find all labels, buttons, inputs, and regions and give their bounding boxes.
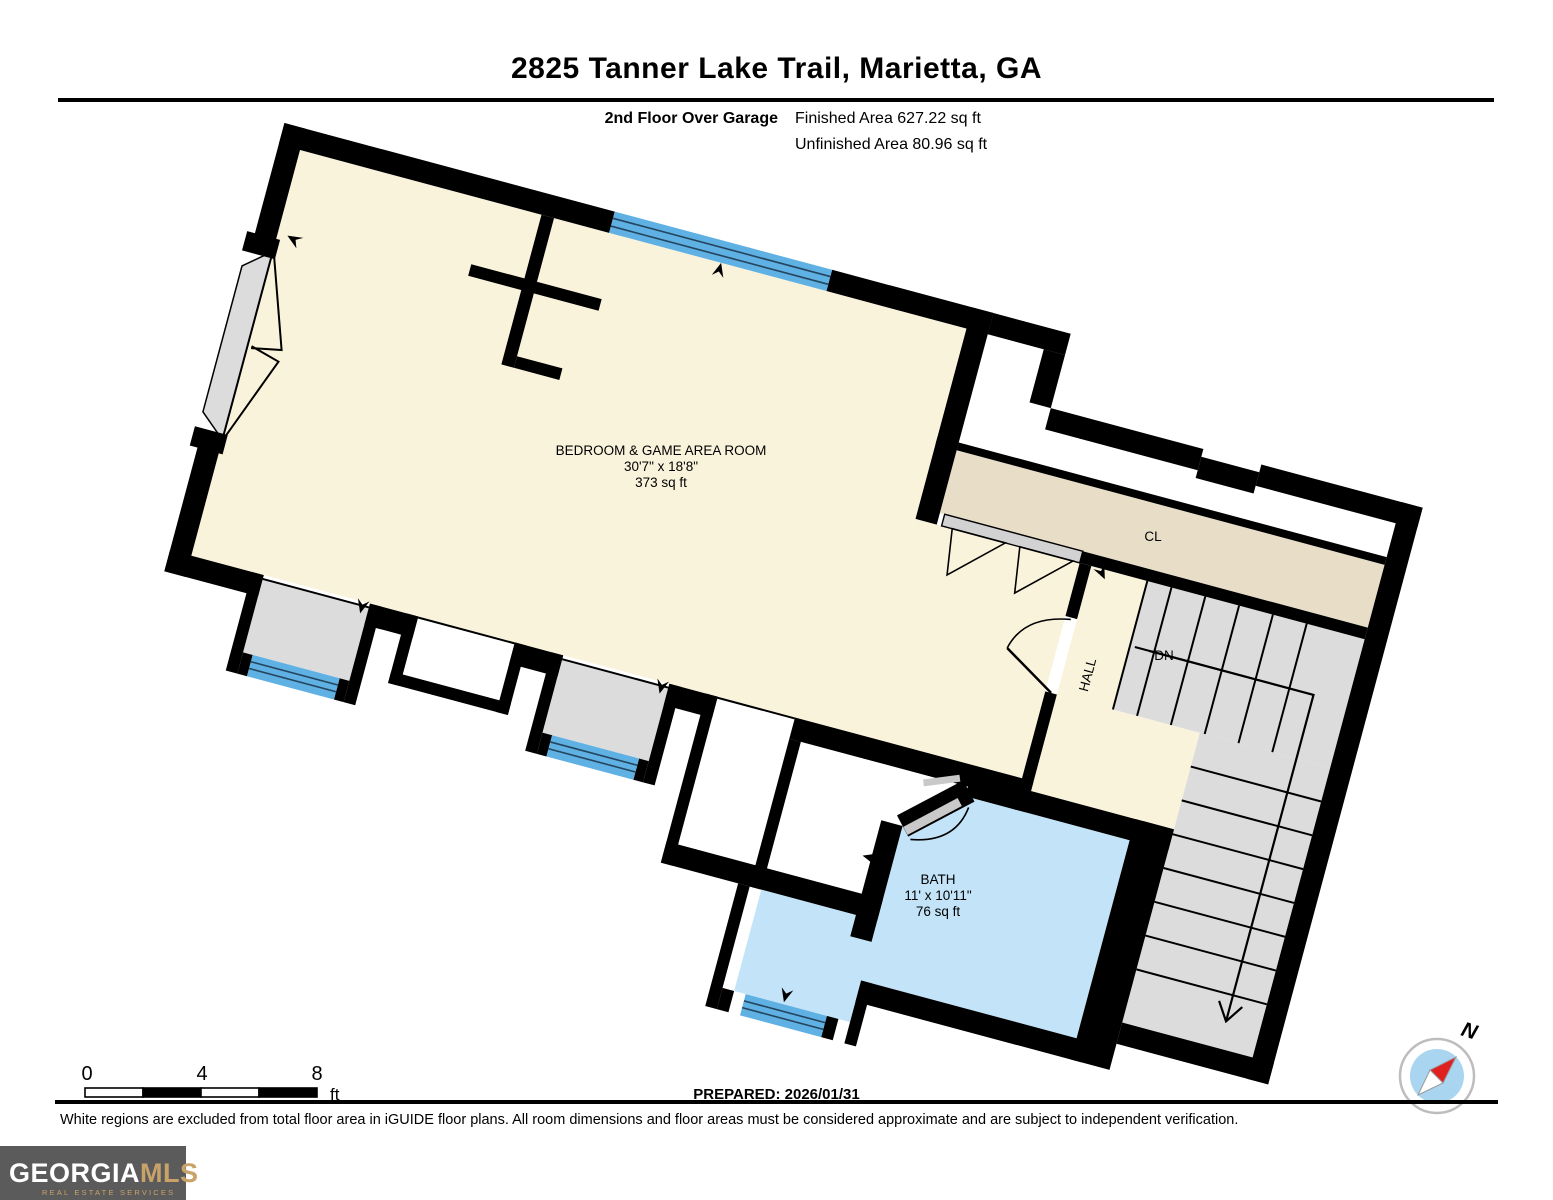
marker-arrow-icon [711,262,724,278]
window-bath [740,994,827,1038]
header-divider [58,98,1494,102]
bath-chamfer-wall [896,780,975,837]
floor-label: 2nd Floor Over Garage [604,110,778,127]
down-arrow-icon [1218,1000,1244,1024]
compass-north-label: N [1458,1018,1480,1045]
bedroom-hall-door [1006,618,1071,694]
stairs-lower-floor [1122,732,1331,1058]
bedroom-dims-label: 30'7" x 18'8" [624,459,698,474]
closet-floor [939,450,1385,628]
logo-text-georgia: GEORGIA [9,1158,141,1188]
logo-tagline: REAL ESTATE SERVICES [42,1188,176,1197]
excluded-notch-1 [402,616,515,701]
scale-tick-4: 4 [196,1063,207,1085]
marker-arrow-icon [1093,564,1105,580]
marker-arrow-icon [862,853,878,866]
prepared-date: PREPARED: 2026/01/31 [693,1086,860,1103]
scale-tick-8: 8 [311,1063,322,1085]
disclaimer-text: White regions are excluded from total fl… [60,1112,1239,1128]
stairs-walk-line [1149,649,1315,1024]
windows [247,211,833,1038]
marker-arrow-icon [357,598,370,614]
closet-bifold-doors [946,527,1076,595]
bath-dims-label: 11' x 10'11" [904,888,971,903]
bath-area-label: 76 sq ft [916,904,961,919]
doors [224,254,1084,841]
floor-separator-lines [221,251,795,720]
dormer-bay-b-floor [542,659,669,762]
window-bay-b [546,735,640,780]
logo-text-mls: MLS [140,1158,199,1188]
page-title: 2825 Tanner Lake Trail, Marietta, GA [511,52,1042,85]
scale-unit-label: ft [330,1085,340,1104]
compass-needle-south [1416,1069,1444,1097]
finished-area-text: Finished Area 627.22 sq ft [795,110,981,127]
georgia-mls-logo: GEORGIAMLS REAL ESTATE SERVICES [0,1146,198,1200]
hall-bath-door [922,774,961,787]
room-floors [191,150,1385,1058]
closet-sliding-door [940,513,1084,564]
closet-label: CL [1144,529,1162,544]
bedroom-name-label: BEDROOM & GAME AREA ROOM [556,443,767,458]
excluded-void [973,334,1044,403]
window-top [609,211,833,292]
marker-arrow-icon [287,235,304,249]
footer-divider [55,1100,1498,1104]
scale-tick-0: 0 [81,1063,92,1085]
room-labels: BEDROOM & GAME AREA ROOM 30'7" x 18'8" 3… [556,443,1174,919]
camera-marker-icons [287,235,1105,1003]
floor-plan [164,123,1423,1085]
bedroom-floor [191,150,967,735]
bedroom-area-label: 373 sq ft [635,475,687,490]
marker-arrow-icon [975,786,987,802]
walls [164,123,1423,1085]
dormer-bay-a-floor [243,578,369,681]
bath-chamfer-door [903,797,970,841]
down-label: DN [1154,648,1174,663]
dormer-double-door [224,254,283,438]
bath-floor [734,793,1130,1039]
compass: N [1398,1018,1481,1115]
scale-bar: 0 4 8 ft [81,1063,339,1104]
marker-arrow-icon [657,678,669,694]
bath-name-label: BATH [920,872,955,887]
marker-arrow-icon [781,987,794,1003]
window-bay-a [247,654,340,700]
unfinished-area-text: Unfinished Area 80.96 sq ft [795,136,988,153]
excluded-notch-2 [678,717,790,866]
